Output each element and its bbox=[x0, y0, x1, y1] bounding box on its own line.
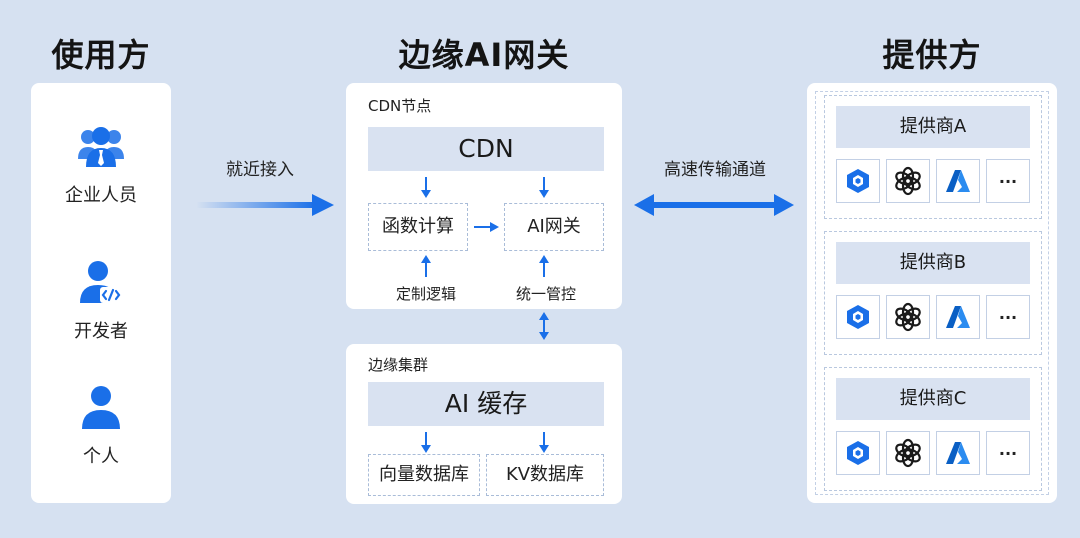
provider-c-more: ... bbox=[986, 431, 1030, 475]
provider-group-a: 提供商A bbox=[824, 95, 1042, 219]
custom-logic-label: 定制逻辑 bbox=[395, 285, 456, 303]
cache-down-arrow-right bbox=[539, 432, 549, 453]
openai-logo-icon bbox=[895, 438, 921, 468]
provider-a-model-1 bbox=[836, 159, 880, 203]
openai-logo-icon bbox=[895, 302, 921, 332]
access-arrow bbox=[196, 194, 334, 216]
vector-db-box: 向量数据库 bbox=[368, 454, 480, 496]
provider-name-a: 提供商A bbox=[836, 106, 1030, 148]
cdn-bar: CDN bbox=[368, 127, 604, 171]
compute-to-gateway-arrow bbox=[474, 222, 499, 232]
channel-label: 高速传输通道 bbox=[664, 160, 766, 180]
logic-up-arrow bbox=[421, 255, 431, 277]
provider-group-c: 提供商C bbox=[824, 367, 1042, 491]
gateway-title: 边缘AI网关 bbox=[398, 36, 570, 74]
user-label-developer: 开发者 bbox=[74, 321, 128, 342]
cdn-down-arrow-right bbox=[539, 177, 549, 198]
provider-b-model-2 bbox=[886, 295, 930, 339]
user-developer: 开发者 bbox=[31, 259, 171, 343]
person-icon bbox=[82, 386, 120, 429]
hexagon-logo-icon bbox=[847, 169, 869, 193]
unified-control-label: 统一管控 bbox=[515, 285, 576, 303]
cache-down-arrow-left bbox=[421, 432, 431, 453]
more-dots: ... bbox=[998, 440, 1018, 459]
hexagon-logo-icon bbox=[847, 305, 869, 329]
azure-logo-icon bbox=[946, 306, 970, 328]
user-label-enterprise: 企业人员 bbox=[65, 185, 137, 206]
ai-cache-bar: AI 缓存 bbox=[368, 382, 604, 426]
access-label: 就近接入 bbox=[226, 160, 294, 180]
control-up-arrow bbox=[539, 255, 549, 277]
more-dots: ... bbox=[998, 168, 1018, 187]
cdn-node-panel: CDN节点 CDN 函数计算 AI网关 定制逻辑 统一管控 bbox=[346, 83, 622, 309]
enterprise-users-icon bbox=[78, 127, 124, 167]
kv-db-box: KV数据库 bbox=[486, 454, 604, 496]
node-cluster-double-arrow bbox=[539, 312, 549, 340]
azure-logo-icon bbox=[946, 442, 970, 464]
edge-cluster-panel: 边缘集群 AI 缓存 向量数据库 KV数据库 bbox=[346, 344, 622, 504]
users-panel: 企业人员 开发者 个人 bbox=[31, 83, 171, 503]
hexagon-logo-icon bbox=[847, 441, 869, 465]
providers-panel: 提供商A bbox=[807, 83, 1057, 503]
user-label-person: 个人 bbox=[83, 446, 119, 467]
provider-a-model-3 bbox=[936, 159, 980, 203]
provider-name-b: 提供商B bbox=[836, 242, 1030, 284]
azure-logo-icon bbox=[946, 170, 970, 192]
more-dots: ... bbox=[998, 304, 1018, 323]
users-title: 使用方 bbox=[51, 36, 151, 74]
provider-a-model-2 bbox=[886, 159, 930, 203]
ai-gateway-box: AI网关 bbox=[504, 203, 604, 251]
provider-group-b: 提供商B bbox=[824, 231, 1042, 355]
edge-cluster-title: 边缘集群 bbox=[368, 356, 429, 374]
provider-c-model-3 bbox=[936, 431, 980, 475]
user-person: 个人 bbox=[31, 384, 171, 468]
providers-title: 提供方 bbox=[882, 36, 982, 74]
provider-b-model-1 bbox=[836, 295, 880, 339]
developer-icon bbox=[80, 261, 122, 303]
provider-name-c: 提供商C bbox=[836, 378, 1030, 420]
openai-logo-icon bbox=[895, 166, 921, 196]
cdn-node-title: CDN节点 bbox=[368, 97, 432, 115]
providers-dashed-frame bbox=[815, 91, 1049, 495]
provider-b-model-3 bbox=[936, 295, 980, 339]
channel-double-arrow bbox=[634, 194, 794, 216]
cdn-down-arrow-left bbox=[421, 177, 431, 198]
provider-c-model-2 bbox=[886, 431, 930, 475]
provider-b-more: ... bbox=[986, 295, 1030, 339]
user-enterprise: 企业人员 bbox=[31, 123, 171, 207]
provider-c-model-1 bbox=[836, 431, 880, 475]
provider-a-more: ... bbox=[986, 159, 1030, 203]
function-compute-box: 函数计算 bbox=[368, 203, 468, 251]
